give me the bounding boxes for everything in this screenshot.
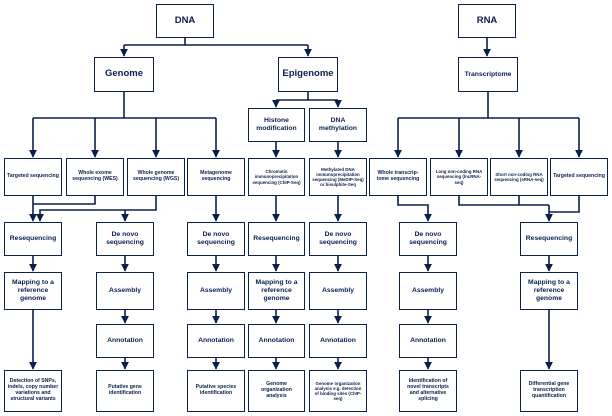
node-output-putative-gene: Putative gene identification [96,370,154,412]
node-annotation-4: Annotation [309,324,367,358]
node-targeted-sequencing-rna: Targeted sequencing [550,158,608,196]
node-assembly-3: Assembly [309,272,367,310]
node-dna-methylation: DNA methylation [309,108,367,142]
node-de-novo-sequencing-1: De novo sequencing [96,222,154,256]
node-histone-modification: Histone modification [248,108,305,142]
node-annotation-5: Annotation [399,324,457,358]
node-annotation-2: Annotation [187,324,245,358]
node-srna-seq: Short non-coding RNA sequencing (sRNA-se… [490,158,548,196]
node-transcriptome: Transcriptome [458,57,518,92]
edge-wgs-bar [125,196,157,211]
node-resequencing-3: Resequencing [520,222,578,256]
node-whole-genome-sequencing: Whole genome sequencing (WGS) [127,158,185,196]
node-medip-seq: Methylated DNA immunoprecipitation seque… [309,158,367,196]
node-assembly-1: Assembly [96,272,154,310]
node-lncrna-seq: Long non-coding RNA sequencing (lncRNA-s… [430,158,488,196]
node-resequencing-1: Resequencing [4,222,62,256]
node-genome: Genome [94,57,154,92]
node-de-novo-sequencing-2: De novo sequencing [187,222,245,256]
node-output-putative-species: Putative species identification [187,370,245,412]
node-rna: RNA [458,4,516,38]
node-de-novo-sequencing-3: De novo sequencing [309,222,367,256]
node-output-snp-detection: Detection of SNPs, indels, copy number v… [4,370,62,412]
edge-wgs-reseq [36,209,125,222]
node-epigenome: Epigenome [278,57,338,92]
node-metagenome-sequencing: Metagenome sequencing [187,158,245,196]
node-assembly-4: Assembly [399,272,457,310]
node-whole-transcriptome-sequencing: Whole transcrip-tome sequencing [369,158,427,196]
node-mapping-reference-genome-1: Mapping to a reference genome [4,272,62,310]
edge-whole-denovo [397,196,432,222]
node-output-binding-sites: Genome organization analysis e.g. detect… [309,370,367,412]
node-output-novel-transcripts: Identification of novel transcripts and … [399,370,457,412]
node-mapping-reference-genome-2: Mapping to a reference genome [248,272,305,310]
node-whole-exome-sequencing: Whole exome sequencing (WES) [66,158,124,196]
node-chip-seq: Chromatin immunoprecipitation sequencing… [248,158,305,196]
node-assembly-2: Assembly [187,272,245,310]
edge-lncrna-bar [458,196,549,206]
edge-targeted-rna-reseq [549,196,580,213]
node-targeted-sequencing-dna: Targeted sequencing [4,158,62,196]
node-annotation-1: Annotation [96,324,154,358]
node-mapping-reference-genome-3: Mapping to a reference genome [520,272,578,310]
node-output-differential-transcription: Differential gene transcription quantifi… [520,370,578,412]
node-resequencing-2: Resequencing [248,222,305,256]
node-annotation-3: Annotation [248,324,305,358]
node-output-genome-organization: Genome organization analysis [248,370,305,412]
node-de-novo-sequencing-4: De novo sequencing [399,222,457,256]
node-dna: DNA [156,4,214,38]
edge-wes-bar [33,196,96,205]
